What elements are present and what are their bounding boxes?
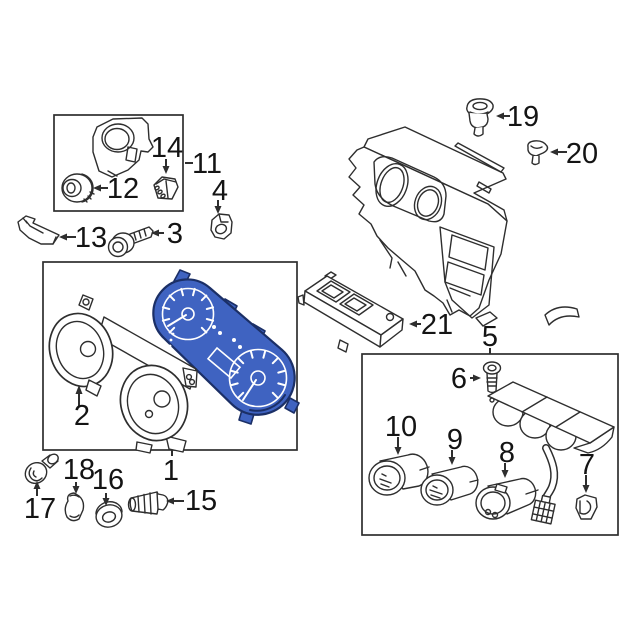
leader-9 xyxy=(448,450,456,465)
bulb-drawing-15 xyxy=(127,491,169,515)
part-label-4[interactable]: 4 xyxy=(212,175,228,207)
grommet-drawing-16 xyxy=(95,501,123,528)
leader-2 xyxy=(75,385,83,406)
part-label-21[interactable]: 21 xyxy=(421,309,453,341)
part-label-5[interactable]: 5 xyxy=(482,321,498,353)
part-label-10[interactable]: 10 xyxy=(385,411,417,443)
leader-15 xyxy=(166,497,184,505)
gauge-drawing-10 xyxy=(368,453,430,496)
clip-drawing-7 xyxy=(575,494,598,520)
part-label-16[interactable]: 16 xyxy=(92,464,124,496)
switch-group-box xyxy=(53,114,184,212)
part-label-8[interactable]: 8 xyxy=(499,437,515,469)
switch-module-drawing xyxy=(153,176,179,200)
clip-drawing-20 xyxy=(527,140,549,166)
dashboard-drawing xyxy=(348,126,580,327)
leader-7 xyxy=(582,475,590,493)
bracket-drawing xyxy=(17,215,60,245)
cluster-housing-drawing xyxy=(48,294,198,454)
instrument-cluster-drawing xyxy=(152,269,300,425)
leader-17 xyxy=(33,481,41,496)
bulb-socket-drawing-17 xyxy=(24,453,59,485)
part-label-2[interactable]: 2 xyxy=(74,400,90,432)
leader-4 xyxy=(214,200,222,214)
leader-10 xyxy=(394,437,402,455)
leader-21 xyxy=(409,320,421,328)
bolt-drawing xyxy=(107,226,154,258)
leader-12 xyxy=(93,184,108,192)
clip-drawing-19 xyxy=(466,98,494,137)
leader-18 xyxy=(72,482,80,494)
leader-13 xyxy=(59,233,76,241)
cap-drawing-18 xyxy=(64,492,85,522)
part-label-19[interactable]: 19 xyxy=(507,101,539,133)
part-label-11[interactable]: 11 xyxy=(192,148,222,180)
leader-14 xyxy=(162,159,170,174)
leader-6 xyxy=(470,374,481,382)
part-label-7[interactable]: 7 xyxy=(579,449,595,481)
screw-drawing-6 xyxy=(482,361,502,394)
part-label-20[interactable]: 20 xyxy=(566,138,598,170)
part-label-6[interactable]: 6 xyxy=(451,363,467,395)
cluster-group-box xyxy=(42,261,298,451)
leader-8 xyxy=(501,463,509,478)
leader-19 xyxy=(496,112,510,120)
gauge-drawing-8 xyxy=(475,477,539,520)
leader-20 xyxy=(550,148,567,156)
part-label-18[interactable]: 18 xyxy=(63,454,95,486)
part-label-12[interactable]: 12 xyxy=(107,173,139,205)
part-label-13[interactable]: 13 xyxy=(75,222,107,254)
part-label-17[interactable]: 17 xyxy=(24,493,56,525)
cluster-body xyxy=(152,278,296,416)
control-module-drawing xyxy=(297,271,404,353)
part-label-9[interactable]: 9 xyxy=(447,424,463,456)
switch-bezel-drawing xyxy=(92,117,154,178)
leader-arrows xyxy=(33,112,590,506)
leader-3 xyxy=(151,229,164,237)
headlamp-switch-drawing xyxy=(61,173,95,203)
part-label-14[interactable]: 14 xyxy=(151,132,183,164)
leader-16 xyxy=(102,493,110,506)
gauge-drawing-9 xyxy=(420,465,479,506)
gauge-pod-drawing xyxy=(487,381,615,525)
part-label-15[interactable]: 15 xyxy=(185,485,217,517)
clip-drawing-4 xyxy=(210,213,233,240)
part-label-1[interactable]: 1 xyxy=(163,455,179,487)
part-label-3[interactable]: 3 xyxy=(167,218,183,250)
